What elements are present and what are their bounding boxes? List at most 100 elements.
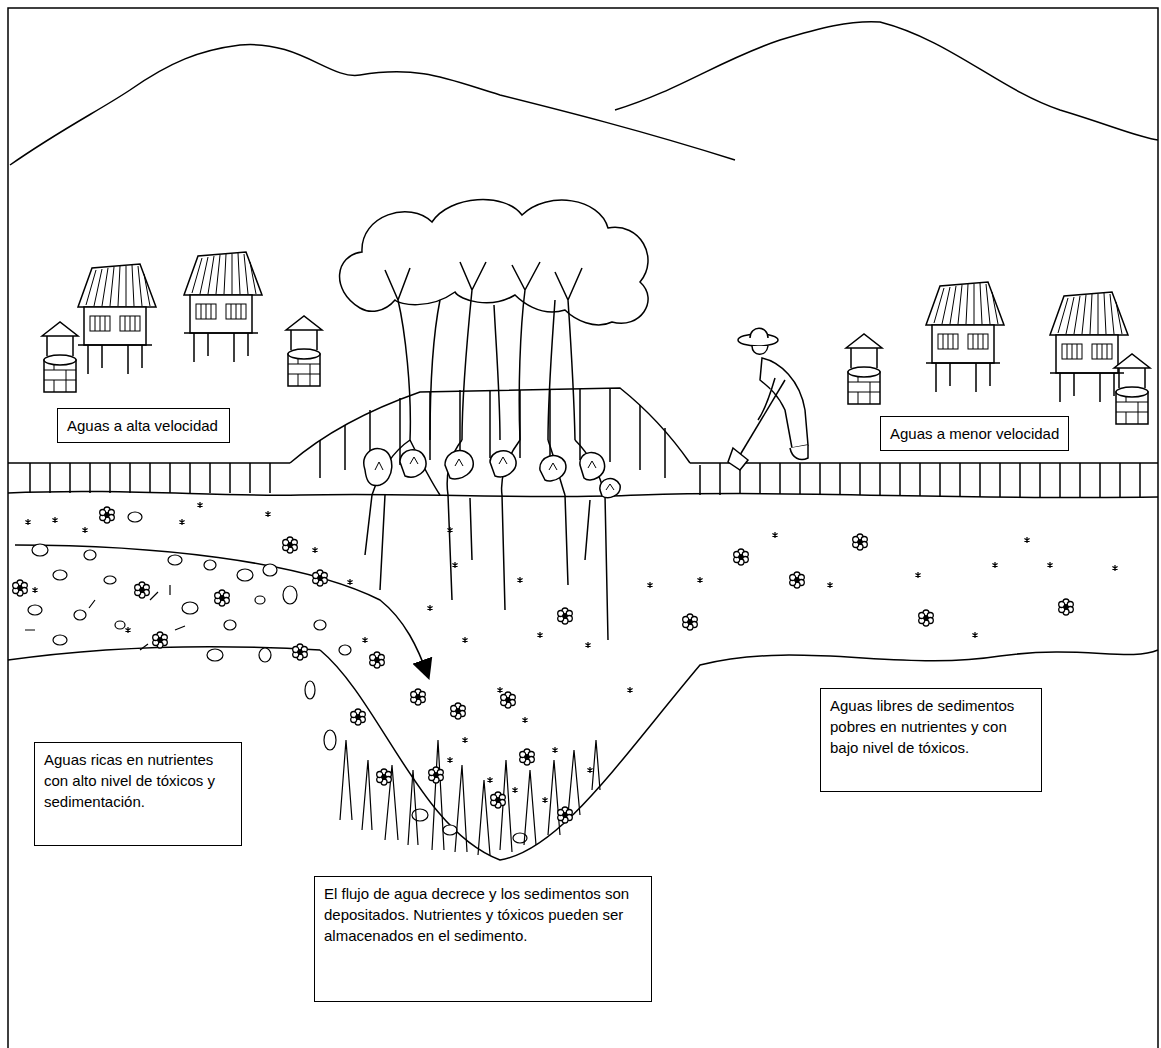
- rocks-part: [237, 569, 253, 581]
- mountains-part: [615, 22, 1158, 140]
- rocks-part: [283, 586, 297, 604]
- houses-part: [286, 316, 322, 386]
- mountains: [10, 22, 1158, 165]
- sediment-particles-part: [179, 519, 184, 525]
- sediment-particles-part: [919, 610, 934, 626]
- sediment-particles-part: [153, 632, 168, 648]
- rocks-part: [128, 512, 142, 522]
- rocks-part: [84, 550, 96, 560]
- mangrove-tree: [340, 200, 649, 640]
- sediment-particles-part: [1047, 562, 1052, 568]
- sediment-particles-part: [462, 737, 467, 743]
- sediment-particles-part: [1024, 537, 1029, 543]
- sediment-particles-part: [501, 692, 516, 708]
- rocks-part: [259, 648, 271, 662]
- sediment-particles-part: [293, 644, 308, 660]
- sediment-particles-part: [853, 534, 868, 550]
- sediment-particles-part: [487, 777, 492, 783]
- text-box: Aguas a alta velocidad: [57, 408, 230, 443]
- rocks: [25, 512, 527, 843]
- sediment-particles-part: [447, 527, 452, 533]
- farmer-figure-part: [728, 448, 748, 470]
- box-text: Aguas ricas en nutrientes con alto nivel…: [44, 749, 232, 812]
- farmer-figure-part: [740, 380, 785, 455]
- rocks-part: [53, 635, 67, 645]
- sediment-particles-part: [517, 577, 522, 583]
- seagrass-part: [340, 740, 600, 855]
- rocks-part: [263, 564, 277, 576]
- sediment-particles-part: [558, 608, 573, 624]
- rocks-part: [443, 825, 457, 835]
- ground-part: [8, 491, 1158, 497]
- text-box: Aguas a menor velocidad: [880, 416, 1069, 451]
- rocks-part: [255, 596, 265, 604]
- sediment-particles-part: [452, 562, 457, 568]
- sediment-particles-part: [82, 527, 87, 533]
- rocks-part: [224, 620, 236, 630]
- rocks-part: [115, 621, 125, 629]
- mangrove-tree-part: [375, 457, 614, 490]
- rocks-part: [104, 576, 116, 584]
- sediment-particles-part: [683, 614, 698, 630]
- sediment-particles-part: [447, 757, 452, 763]
- sediment-particles-part: [1059, 599, 1074, 615]
- mangrove-tree-part: [365, 495, 608, 640]
- sediment-particles-part: [522, 717, 527, 723]
- seagrass: [340, 740, 600, 855]
- houses-part: [1114, 354, 1150, 424]
- water-channel-part: [15, 545, 428, 676]
- sediment-particles-part: [13, 580, 28, 596]
- sediment-particles-part: [429, 767, 444, 783]
- sediment-particles-part: [100, 507, 115, 523]
- rocks-part: [339, 645, 351, 655]
- mangrove-tree-part: [364, 449, 620, 498]
- sediment-particles-part: [537, 632, 542, 638]
- rocks-part: [168, 555, 182, 565]
- sediment-particles-part: [283, 537, 298, 553]
- sediment-particles-part: [647, 582, 652, 588]
- sediment-particles-part: [772, 532, 777, 538]
- water-channel: [8, 545, 1158, 860]
- sediment-particles-part: [542, 797, 547, 803]
- farmer-figure: [728, 328, 808, 470]
- sediment-particles-part: [362, 637, 367, 643]
- rocks-part: [182, 602, 198, 614]
- houses-part: [184, 252, 262, 362]
- text-box: Aguas libres de sedimentos pobres en nut…: [820, 688, 1042, 792]
- sediment-particles-part: [497, 687, 502, 693]
- water-channel-part: [320, 650, 1158, 860]
- rocks-part: [25, 585, 185, 650]
- sediment-particles-part: [462, 637, 467, 643]
- mangrove-tree-part: [385, 262, 582, 440]
- sediment-particles-part: [347, 579, 352, 585]
- sediment-particles-part: [558, 807, 573, 823]
- rocks-part: [32, 544, 48, 556]
- sediment-particles-part: [32, 587, 37, 593]
- text-box: Aguas ricas en nutrientes con alto nivel…: [34, 742, 242, 846]
- sediment-particles-part: [697, 577, 702, 583]
- sediment-particles-part: [312, 547, 317, 553]
- box-text: Aguas a alta velocidad: [67, 415, 220, 436]
- sediment-particles-part: [734, 549, 749, 565]
- sediment-particles-part: [125, 627, 130, 633]
- sediment-particles-part: [451, 703, 466, 719]
- box-text: El flujo de agua decrece y los sedimento…: [324, 883, 642, 946]
- sediment-particles-part: [627, 687, 632, 693]
- farmer-figure-part: [750, 328, 768, 338]
- sediment-particles-part: [52, 517, 57, 523]
- sediment-particles-part: [427, 605, 432, 611]
- sediment-particles-part: [915, 572, 920, 578]
- water-channel-part: [8, 647, 320, 660]
- frame-part: [8, 8, 1158, 1048]
- sediment-particles-part: [552, 747, 557, 753]
- sediment-particles-part: [790, 572, 805, 588]
- farmer-figure-part: [752, 346, 768, 354]
- sediment-particles-part: [520, 749, 535, 765]
- rocks-part: [74, 610, 86, 620]
- sediment-particles-part: [265, 511, 270, 517]
- sediment-particles-part: [377, 769, 392, 785]
- rocks-part: [305, 681, 315, 699]
- houses-part: [846, 334, 882, 404]
- sediment-particles-part: [313, 570, 328, 586]
